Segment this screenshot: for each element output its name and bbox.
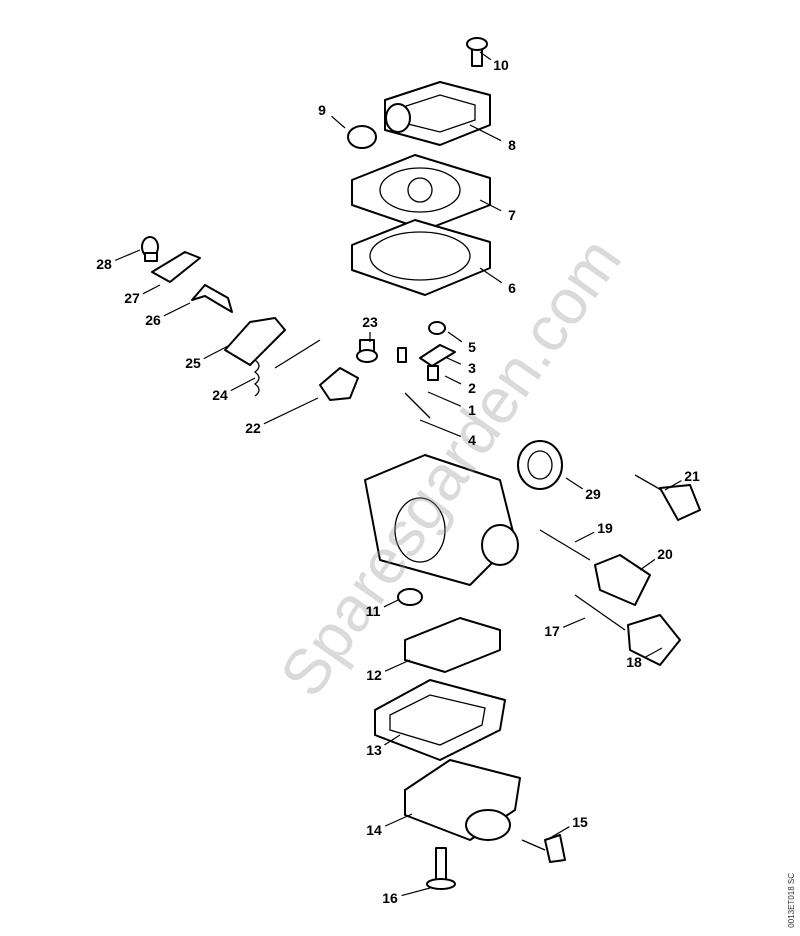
leader-line-20 xyxy=(639,558,656,571)
part-spring-24 xyxy=(253,339,321,397)
leader-line-8 xyxy=(469,124,502,142)
part-label-19[interactable]: 19 xyxy=(597,520,613,536)
part-label-4[interactable]: 4 xyxy=(468,432,476,448)
part-screw-16 xyxy=(426,847,456,890)
drawing-code: 0013ET018 SC xyxy=(787,873,796,928)
leader-line-14 xyxy=(384,813,413,827)
part-screen-11 xyxy=(397,588,423,606)
part-label-2[interactable]: 2 xyxy=(468,380,476,396)
part-screw-10 xyxy=(466,37,488,67)
part-label-1[interactable]: 1 xyxy=(468,402,476,418)
leader-line-7 xyxy=(479,199,502,212)
part-screw-15 xyxy=(521,834,566,863)
leader-line-3 xyxy=(444,356,462,365)
part-label-22[interactable]: 22 xyxy=(245,420,261,436)
part-gasket-13 xyxy=(374,679,506,761)
part-plug-29 xyxy=(517,440,563,490)
part-label-12[interactable]: 12 xyxy=(366,667,382,683)
leader-line-24 xyxy=(230,377,256,392)
part-label-6[interactable]: 6 xyxy=(508,280,516,296)
part-spring-2 xyxy=(427,365,439,381)
leader-line-27 xyxy=(142,284,161,295)
leader-line-12 xyxy=(384,659,411,672)
leader-line-25 xyxy=(203,344,231,360)
leader-line-4 xyxy=(419,419,462,437)
part-cover-14 xyxy=(404,759,521,841)
parts-layer xyxy=(141,37,701,890)
part-label-29[interactable]: 29 xyxy=(585,486,601,502)
leader-line-2 xyxy=(444,375,462,385)
part-lever-3 xyxy=(397,344,456,367)
part-label-28[interactable]: 28 xyxy=(96,256,112,272)
part-cover-8 xyxy=(384,81,491,146)
leader-line-17 xyxy=(562,617,586,628)
leader-line-1 xyxy=(427,391,462,407)
part-needle-21 xyxy=(634,474,701,521)
leader-line-16 xyxy=(401,887,431,897)
leader-line-18 xyxy=(644,647,663,659)
part-label-17[interactable]: 17 xyxy=(544,623,560,639)
part-diaphragm-7 xyxy=(351,154,491,231)
part-needle-17 xyxy=(574,594,626,631)
part-ring-9 xyxy=(347,125,377,149)
part-lever-25 xyxy=(224,317,286,366)
part-body xyxy=(364,454,519,586)
leader-lines xyxy=(114,51,682,897)
part-label-21[interactable]: 21 xyxy=(684,468,700,484)
part-pin-4 xyxy=(404,392,431,419)
part-lever-22 xyxy=(319,367,359,401)
part-label-3[interactable]: 3 xyxy=(468,360,476,376)
part-gasket-6 xyxy=(351,219,491,296)
leader-line-21 xyxy=(664,480,682,491)
part-label-26[interactable]: 26 xyxy=(145,312,161,328)
part-label-27[interactable]: 27 xyxy=(124,290,140,306)
part-label-7[interactable]: 7 xyxy=(508,207,516,223)
part-label-11[interactable]: 11 xyxy=(365,603,381,619)
part-label-5[interactable]: 5 xyxy=(468,339,476,355)
leader-line-26 xyxy=(163,302,191,317)
part-label-15[interactable]: 15 xyxy=(572,814,588,830)
leader-line-28 xyxy=(114,249,141,261)
part-label-14[interactable]: 14 xyxy=(366,822,382,838)
part-label-13[interactable]: 13 xyxy=(366,742,382,758)
leader-line-19 xyxy=(574,531,595,543)
part-label-23[interactable]: 23 xyxy=(362,314,378,330)
leader-line-11 xyxy=(383,599,399,608)
leader-line-5 xyxy=(447,331,463,343)
leader-line-15 xyxy=(549,826,570,839)
part-cap-18 xyxy=(627,614,681,666)
part-gasket-12 xyxy=(404,617,501,673)
leader-line-6 xyxy=(479,267,503,284)
leader-line-29 xyxy=(565,477,584,490)
part-label-9[interactable]: 9 xyxy=(318,102,326,118)
leader-line-22 xyxy=(263,397,319,425)
part-screw-23 xyxy=(356,339,378,363)
part-label-10[interactable]: 10 xyxy=(493,57,509,73)
leader-line-13 xyxy=(384,734,401,746)
part-label-8[interactable]: 8 xyxy=(508,137,516,153)
part-label-25[interactable]: 25 xyxy=(185,355,201,371)
part-needle-19 xyxy=(539,529,591,561)
part-label-16[interactable]: 16 xyxy=(382,890,398,906)
leader-line-9 xyxy=(331,115,346,129)
part-lever-27 xyxy=(151,251,201,283)
part-screw-28 xyxy=(141,236,159,262)
part-screw-5 xyxy=(428,321,446,335)
part-label-18[interactable]: 18 xyxy=(626,654,642,670)
part-cap-20 xyxy=(594,554,651,606)
part-lever-26 xyxy=(191,284,233,313)
leader-line-10 xyxy=(479,51,492,61)
part-label-20[interactable]: 20 xyxy=(657,546,673,562)
part-label-24[interactable]: 24 xyxy=(212,387,228,403)
